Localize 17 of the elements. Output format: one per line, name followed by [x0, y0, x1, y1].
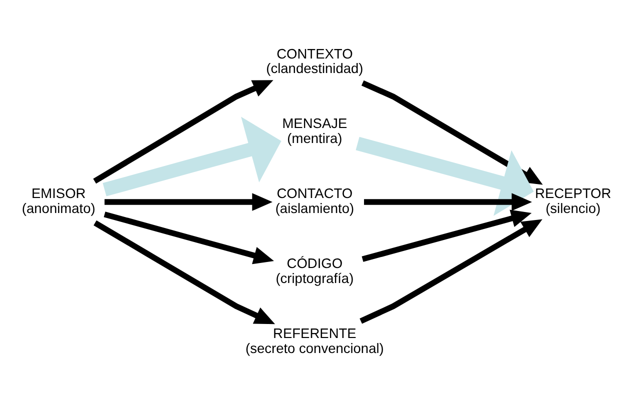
node-text: CONTACTO (aislamiento) [275, 186, 354, 216]
arrow [94, 220, 276, 324]
arrow [104, 211, 274, 264]
node-text: RECEPTOR (silencio) [535, 186, 612, 216]
arrow [102, 116, 282, 196]
arrow [93, 80, 274, 184]
arrow [364, 192, 532, 210]
node-text: EMISOR (anonimato) [22, 186, 96, 216]
node-text: CÓDIGO (criptografía) [276, 256, 354, 286]
arrow [361, 80, 543, 184]
node-text: REFERENTE (secreto convencional) [246, 325, 384, 356]
node-text: CONTEXTO (clandestinidad) [266, 46, 364, 76]
node-text: MENSAJE (mentira) [282, 116, 348, 146]
arrow [360, 218, 542, 324]
arrow [356, 136, 534, 216]
arrow [104, 192, 272, 210]
arrow [362, 209, 532, 262]
